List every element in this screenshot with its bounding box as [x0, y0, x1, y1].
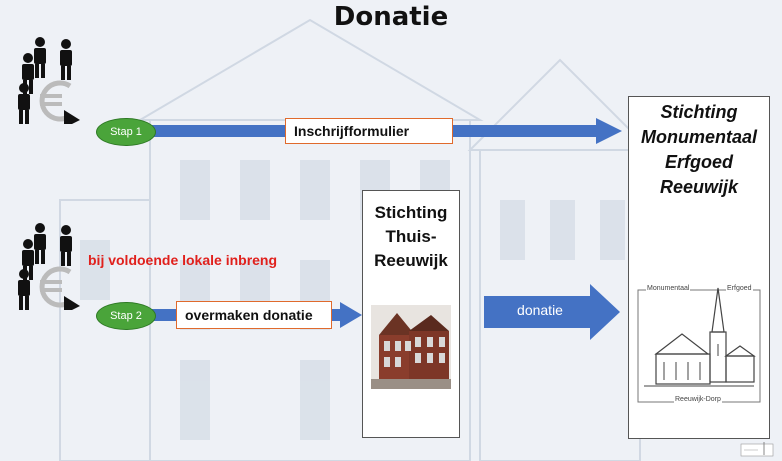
thuis-title-line3: Reeuwijk	[374, 251, 448, 270]
people-euro-icon	[18, 223, 80, 310]
local-contribution-note: bij voldoende lokale inbreng	[88, 252, 278, 268]
erfgoed-title-line2: Monumentaal	[640, 127, 757, 147]
thuis-title-line2: Thuis-	[385, 227, 437, 246]
page-title: Donatie	[333, 2, 449, 32]
erfgoed-logo: Monumentaal Erfgoed Reeuwijk-Dorp	[636, 284, 762, 416]
stichting-erfgoed-reeuwijk-box: Stichting Monumentaal Erfgoed Reeuwijk M…	[628, 96, 770, 439]
erfgoed-title-line3: Erfgoed Reeuwijk	[659, 152, 739, 197]
logo-text-bottom: Reeuwijk-Dorp	[674, 396, 722, 403]
donatie-arrow	[484, 284, 620, 340]
logo-text-left: Monumentaal	[646, 285, 691, 292]
thuis-building-image	[371, 305, 451, 389]
watermark-logo	[740, 442, 774, 457]
logo-text-right: Erfgoed	[726, 285, 753, 292]
overmaken-donatie-label: overmaken donatie	[176, 301, 332, 329]
people-euro-icon	[18, 37, 80, 124]
thuis-title-line1: Stichting	[374, 203, 448, 222]
erfgoed-title-line1: Stichting	[660, 102, 738, 122]
inschrijfformulier-label: Inschrijfformulier	[285, 118, 453, 144]
stap-1-badge: Stap 1	[96, 118, 156, 146]
stap-2-badge: Stap 2	[96, 302, 156, 330]
stichting-thuis-reeuwijk-box: Stichting Thuis- Reeuwijk	[362, 190, 460, 438]
donatie-arrow-label: donatie	[517, 302, 563, 318]
